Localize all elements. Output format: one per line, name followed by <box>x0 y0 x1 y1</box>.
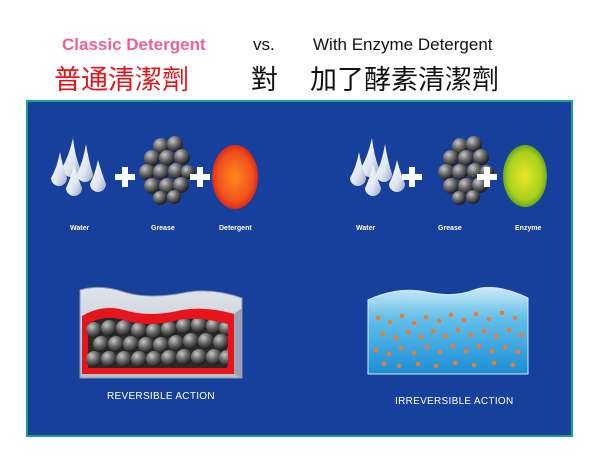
left-plus-icon-1 <box>115 167 135 187</box>
diagram-graphics: Water Grease Detergent <box>51 136 547 379</box>
right-water-drops-icon <box>350 138 405 196</box>
right-plus-icon-2 <box>477 167 497 187</box>
left-detergent-label: Detergent <box>219 225 252 232</box>
vs-label: vs. <box>253 35 275 54</box>
detergent-ball-icon <box>212 145 258 209</box>
diagram-panel: Water Grease Detergent <box>26 100 573 437</box>
classic-detergent-chinese-title: 普通清潔劑 <box>54 65 189 96</box>
classic-detergent-title: Classic Detergent <box>62 35 206 54</box>
irreversible-action-illustration <box>367 286 529 375</box>
irreversible-action-caption: IRREVERSIBLE ACTION <box>395 396 514 407</box>
right-grease-cluster-icon <box>438 136 494 205</box>
left-water-drops-icon <box>51 138 106 196</box>
right-water-label: Water <box>356 225 375 232</box>
enzyme-detergent-title: With Enzyme Detergent <box>313 35 493 54</box>
left-grease-cluster-icon <box>139 136 195 205</box>
enzyme-detergent-chinese-title: 加了酵素清潔劑 <box>310 65 499 96</box>
enzyme-ball-icon <box>503 145 547 207</box>
left-grease-label: Grease <box>151 225 175 232</box>
reversible-action-illustration <box>79 286 243 379</box>
right-grease-label: Grease <box>438 225 462 232</box>
left-water-label: Water <box>70 225 89 232</box>
left-plus-icon-2 <box>190 167 210 187</box>
right-enzyme-label: Enzyme <box>515 225 542 232</box>
right-plus-icon-1 <box>402 167 422 187</box>
reversible-action-caption: REVERSIBLE ACTION <box>107 391 215 402</box>
vs-chinese-label: 對 <box>251 65 278 96</box>
